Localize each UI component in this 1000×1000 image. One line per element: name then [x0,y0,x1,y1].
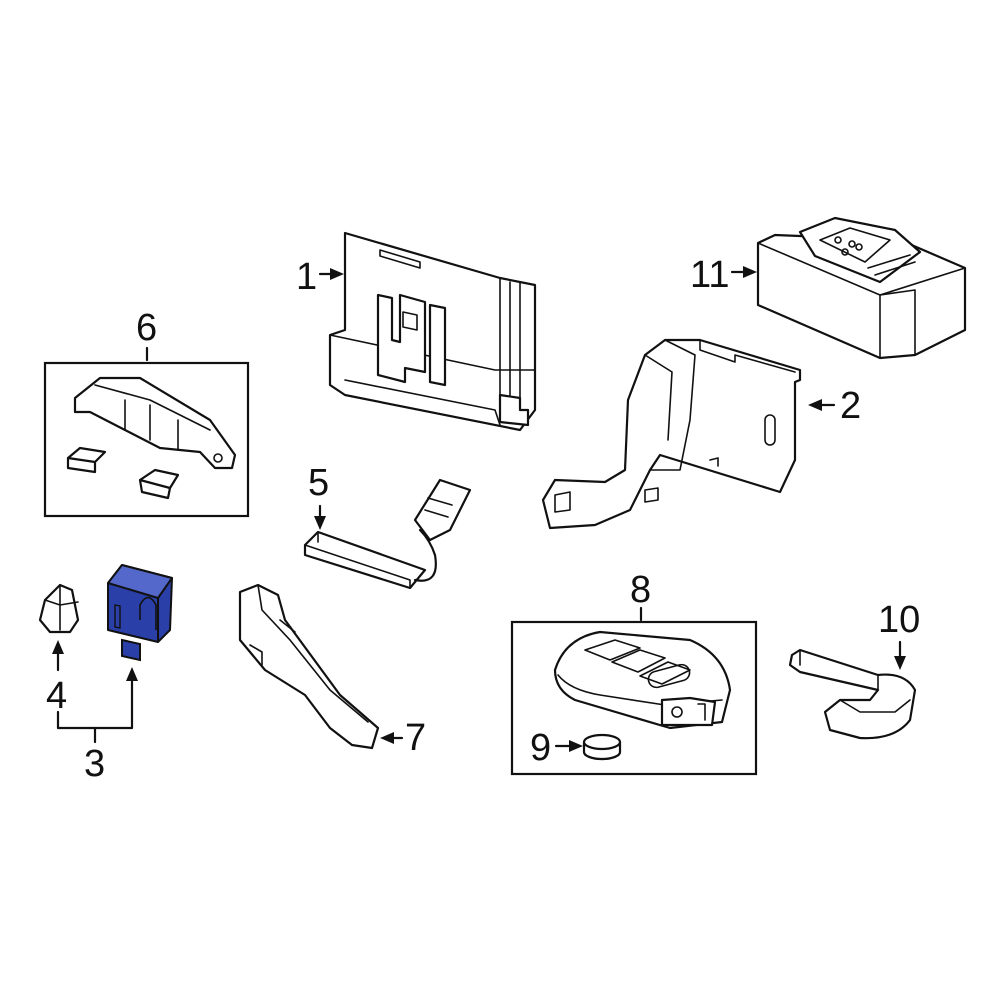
callout-2-number: 2 [840,385,861,427]
part-10-key-blade[interactable] [788,648,917,740]
part-3-relay[interactable] [107,564,173,662]
part-8-key-fob[interactable] [510,620,758,776]
callout-9-number: 9 [530,727,551,769]
callout-5-arrow [314,516,326,530]
callout-6: 6 [136,307,157,362]
callout-3-leader [56,678,134,730]
callout-2: 2 [808,385,861,427]
callout-7: 7 [380,717,426,759]
callout-6-number: 6 [136,307,157,349]
callout-4-number: 4 [46,675,67,717]
callout-5: 5 [308,462,329,530]
callout-7-arrow [380,732,394,744]
callout-4-arrow [52,640,64,654]
part-2-bracket[interactable] [541,338,802,530]
part-4-clip[interactable] [38,583,80,634]
callout-10-number: 10 [878,599,920,641]
callout-8: 8 [630,569,651,622]
callout-11-number: 11 [690,254,729,296]
callout-9: 9 [530,727,583,769]
callout-1: 1 [296,256,344,298]
callout-3-arrow [126,667,138,681]
part-7-housing[interactable] [238,583,380,750]
callout-2-arrow [808,399,822,411]
callout-10-arrow [894,656,906,670]
part-5-antenna[interactable] [303,478,472,590]
callout-8-number: 8 [630,569,651,611]
callout-7-number: 7 [405,717,426,759]
callout-4: 4 [46,640,67,717]
callout-1-number: 1 [296,256,317,298]
part-6-kit[interactable] [43,361,250,518]
callout-3: 3 [56,667,138,785]
part-9-battery[interactable] [582,733,622,761]
part-6-frame [43,361,250,518]
part-1-control-module[interactable] [328,231,537,432]
callout-9-arrow [569,740,583,752]
part-8-frame [510,620,758,776]
callout-11: 11 [690,254,757,296]
callout-1-arrow [330,268,344,280]
callout-11-arrow [743,266,757,278]
callout-10: 10 [878,599,920,670]
callout-3-number: 3 [84,743,105,785]
callout-5-number: 5 [308,462,329,504]
part-11-module[interactable] [756,216,967,360]
